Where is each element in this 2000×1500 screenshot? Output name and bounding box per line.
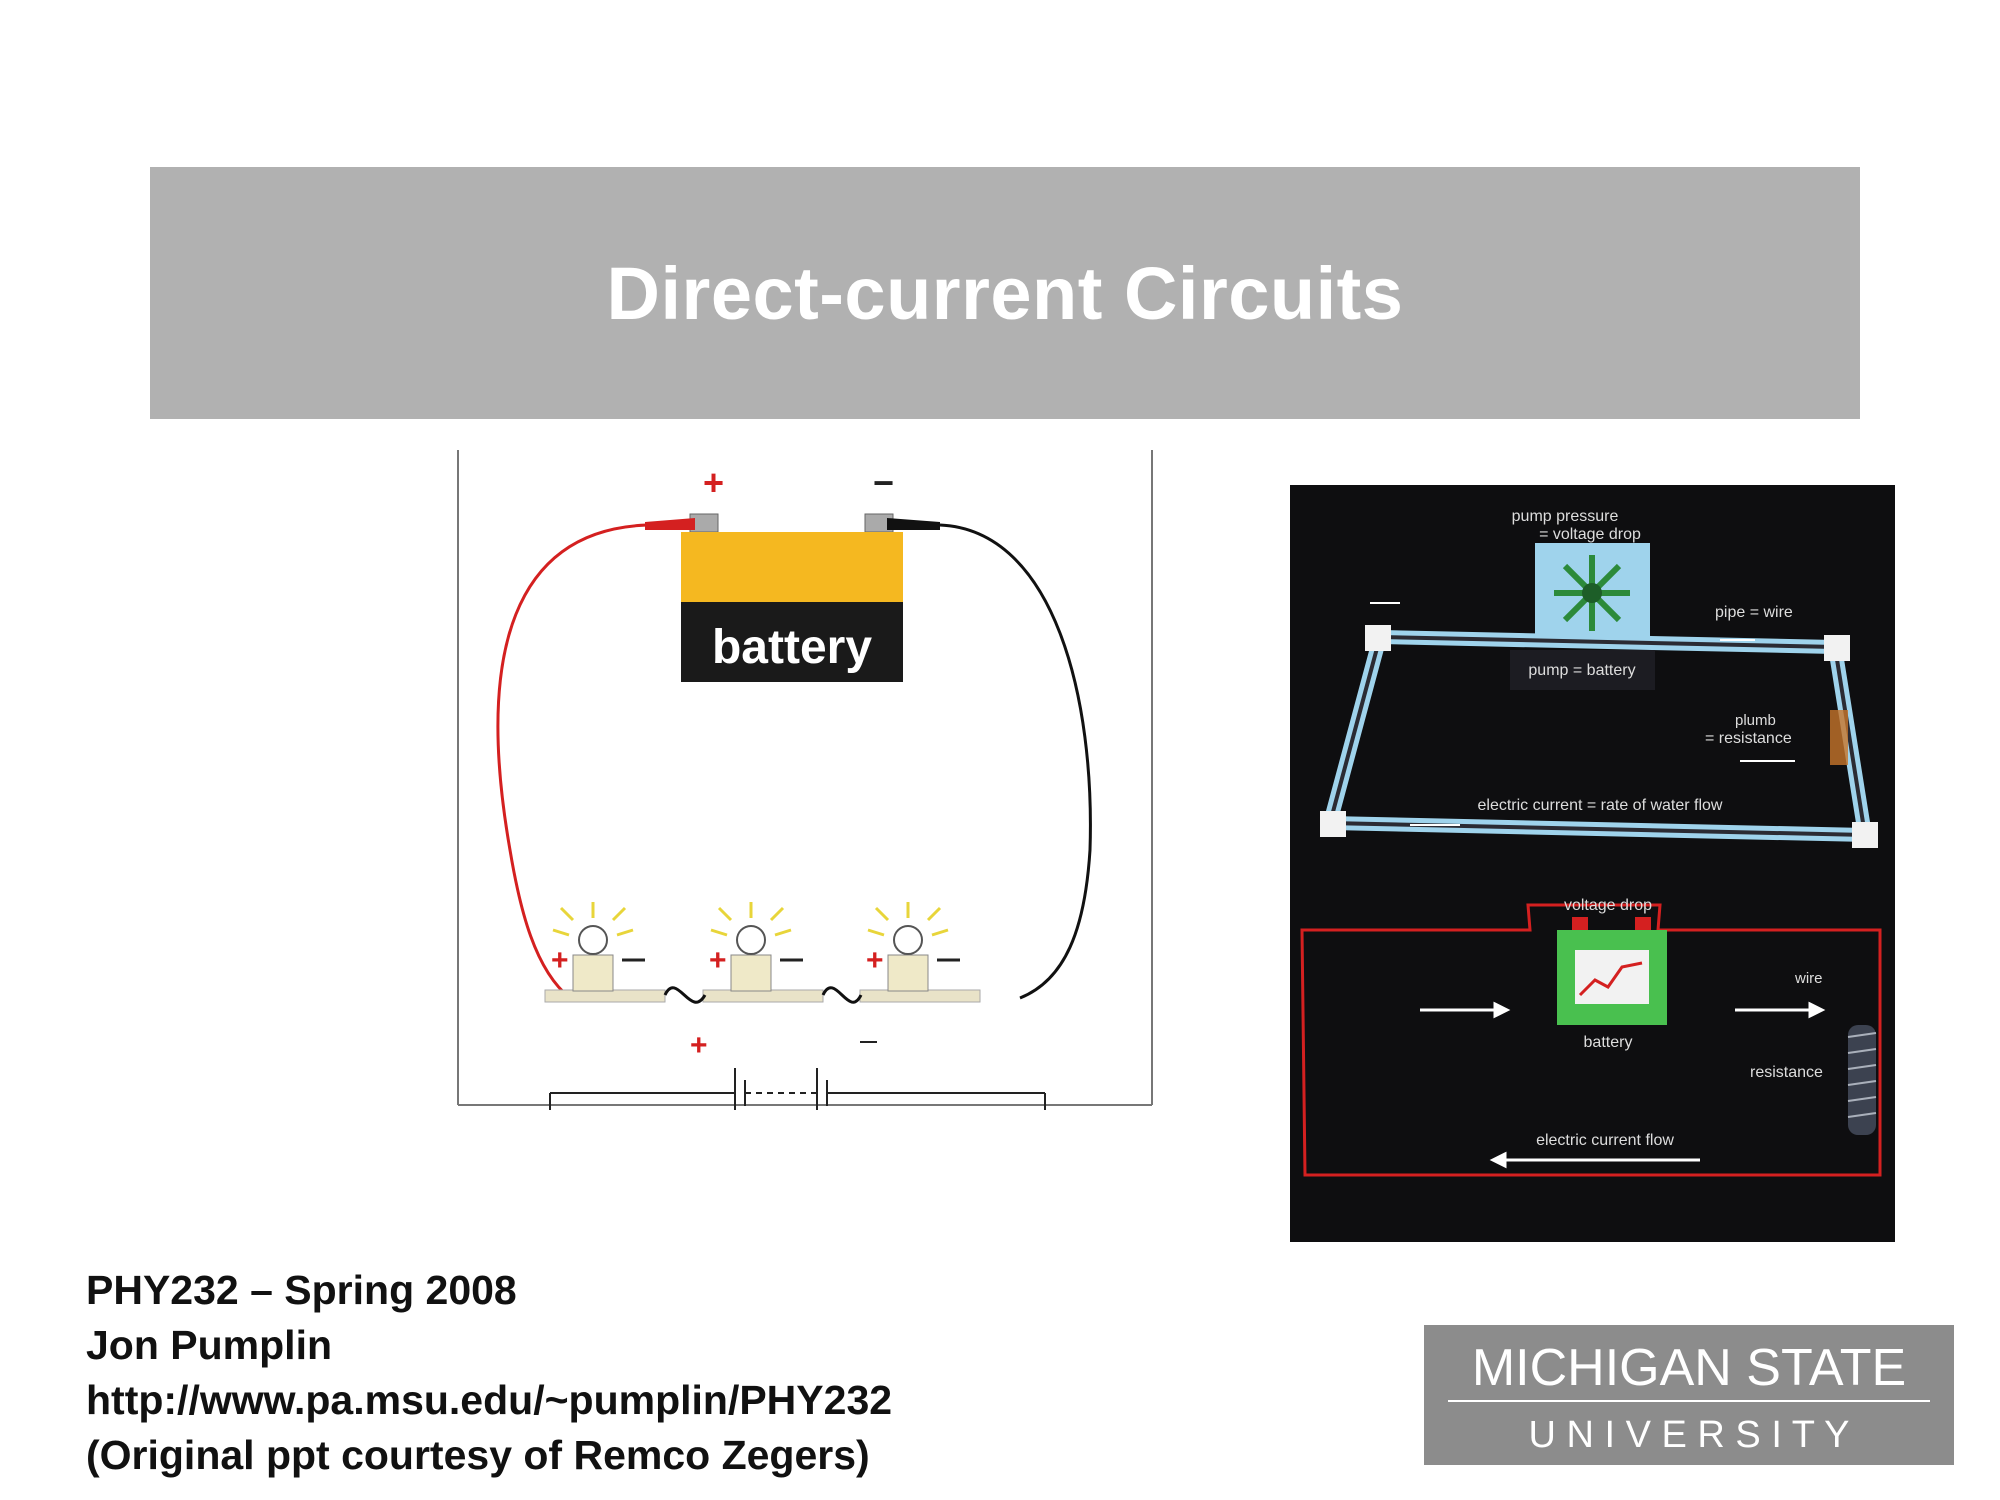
courtesy-line: (Original ppt courtesy of Remco Zegers) (86, 1432, 870, 1478)
svg-text:+: + (709, 944, 727, 977)
bulb-2: + (702, 902, 824, 1003)
svg-text:+: + (866, 944, 884, 977)
wire-label: wire (1794, 970, 1823, 987)
battery-body (681, 602, 903, 682)
msu-logo: MICHIGAN STATE U N I V E R S I T Y (1424, 1325, 1954, 1465)
current-flow-label: electric current flow (1536, 1132, 1674, 1149)
battery-minus-sign: − (873, 462, 894, 503)
water-analogy-figure: pump pressure = voltage drop pump = batt… (1290, 485, 1895, 1242)
battery-plus-sign: + (703, 462, 724, 503)
voltage-drop-label: voltage drop (1564, 897, 1652, 914)
resistance-eq-label: = resistance (1705, 730, 1792, 747)
svg-text:+: + (690, 1029, 708, 1062)
red-wire (496, 523, 648, 1000)
svg-text:U N I V E R S I T Y: U N I V E R S I T Y (1529, 1414, 1850, 1456)
battery-label-right: battery (1584, 1034, 1633, 1051)
bulb-1: + (544, 902, 666, 1003)
battery-top (681, 532, 903, 602)
red-circuit-wire (1300, 903, 1882, 1177)
pump-battery-label: pump = battery (1528, 662, 1635, 679)
svg-text:MICHIGAN STATE: MICHIGAN STATE (1472, 1339, 1906, 1397)
voltage-drop-eq-label: = voltage drop (1539, 526, 1641, 543)
pump-battery-label-bg (1510, 650, 1655, 690)
bulb-3: + (859, 902, 981, 1003)
title-banner: Direct-current Circuits (150, 167, 1860, 419)
course-line: PHY232 – Spring 2008 (86, 1267, 517, 1313)
black-wire (939, 523, 1092, 1000)
svg-text:+: + (551, 944, 569, 977)
plumb-coil (1830, 710, 1848, 765)
current-eq-label: electric current = rate of water flow (1478, 797, 1723, 814)
pipe-wire-label: pipe = wire (1715, 604, 1793, 621)
series-circuit-figure: + − battery + + (457, 450, 1153, 1110)
resistance-label: resistance (1750, 1064, 1823, 1081)
slide-credits: PHY232 – Spring 2008 Jon Pumplin http://… (86, 1263, 892, 1483)
url-line: http://www.pa.msu.edu/~pumplin/PHY232 (86, 1377, 893, 1423)
plumb-label: plumb (1735, 712, 1776, 729)
battery-label: battery (712, 621, 872, 674)
slide-title: Direct-current Circuits (606, 251, 1404, 335)
resistor-coil (1848, 1025, 1876, 1135)
pump-pressure-label: pump pressure (1512, 508, 1619, 525)
circuit-schematic: + (549, 1029, 1046, 1110)
author-line: Jon Pumplin (86, 1322, 332, 1368)
